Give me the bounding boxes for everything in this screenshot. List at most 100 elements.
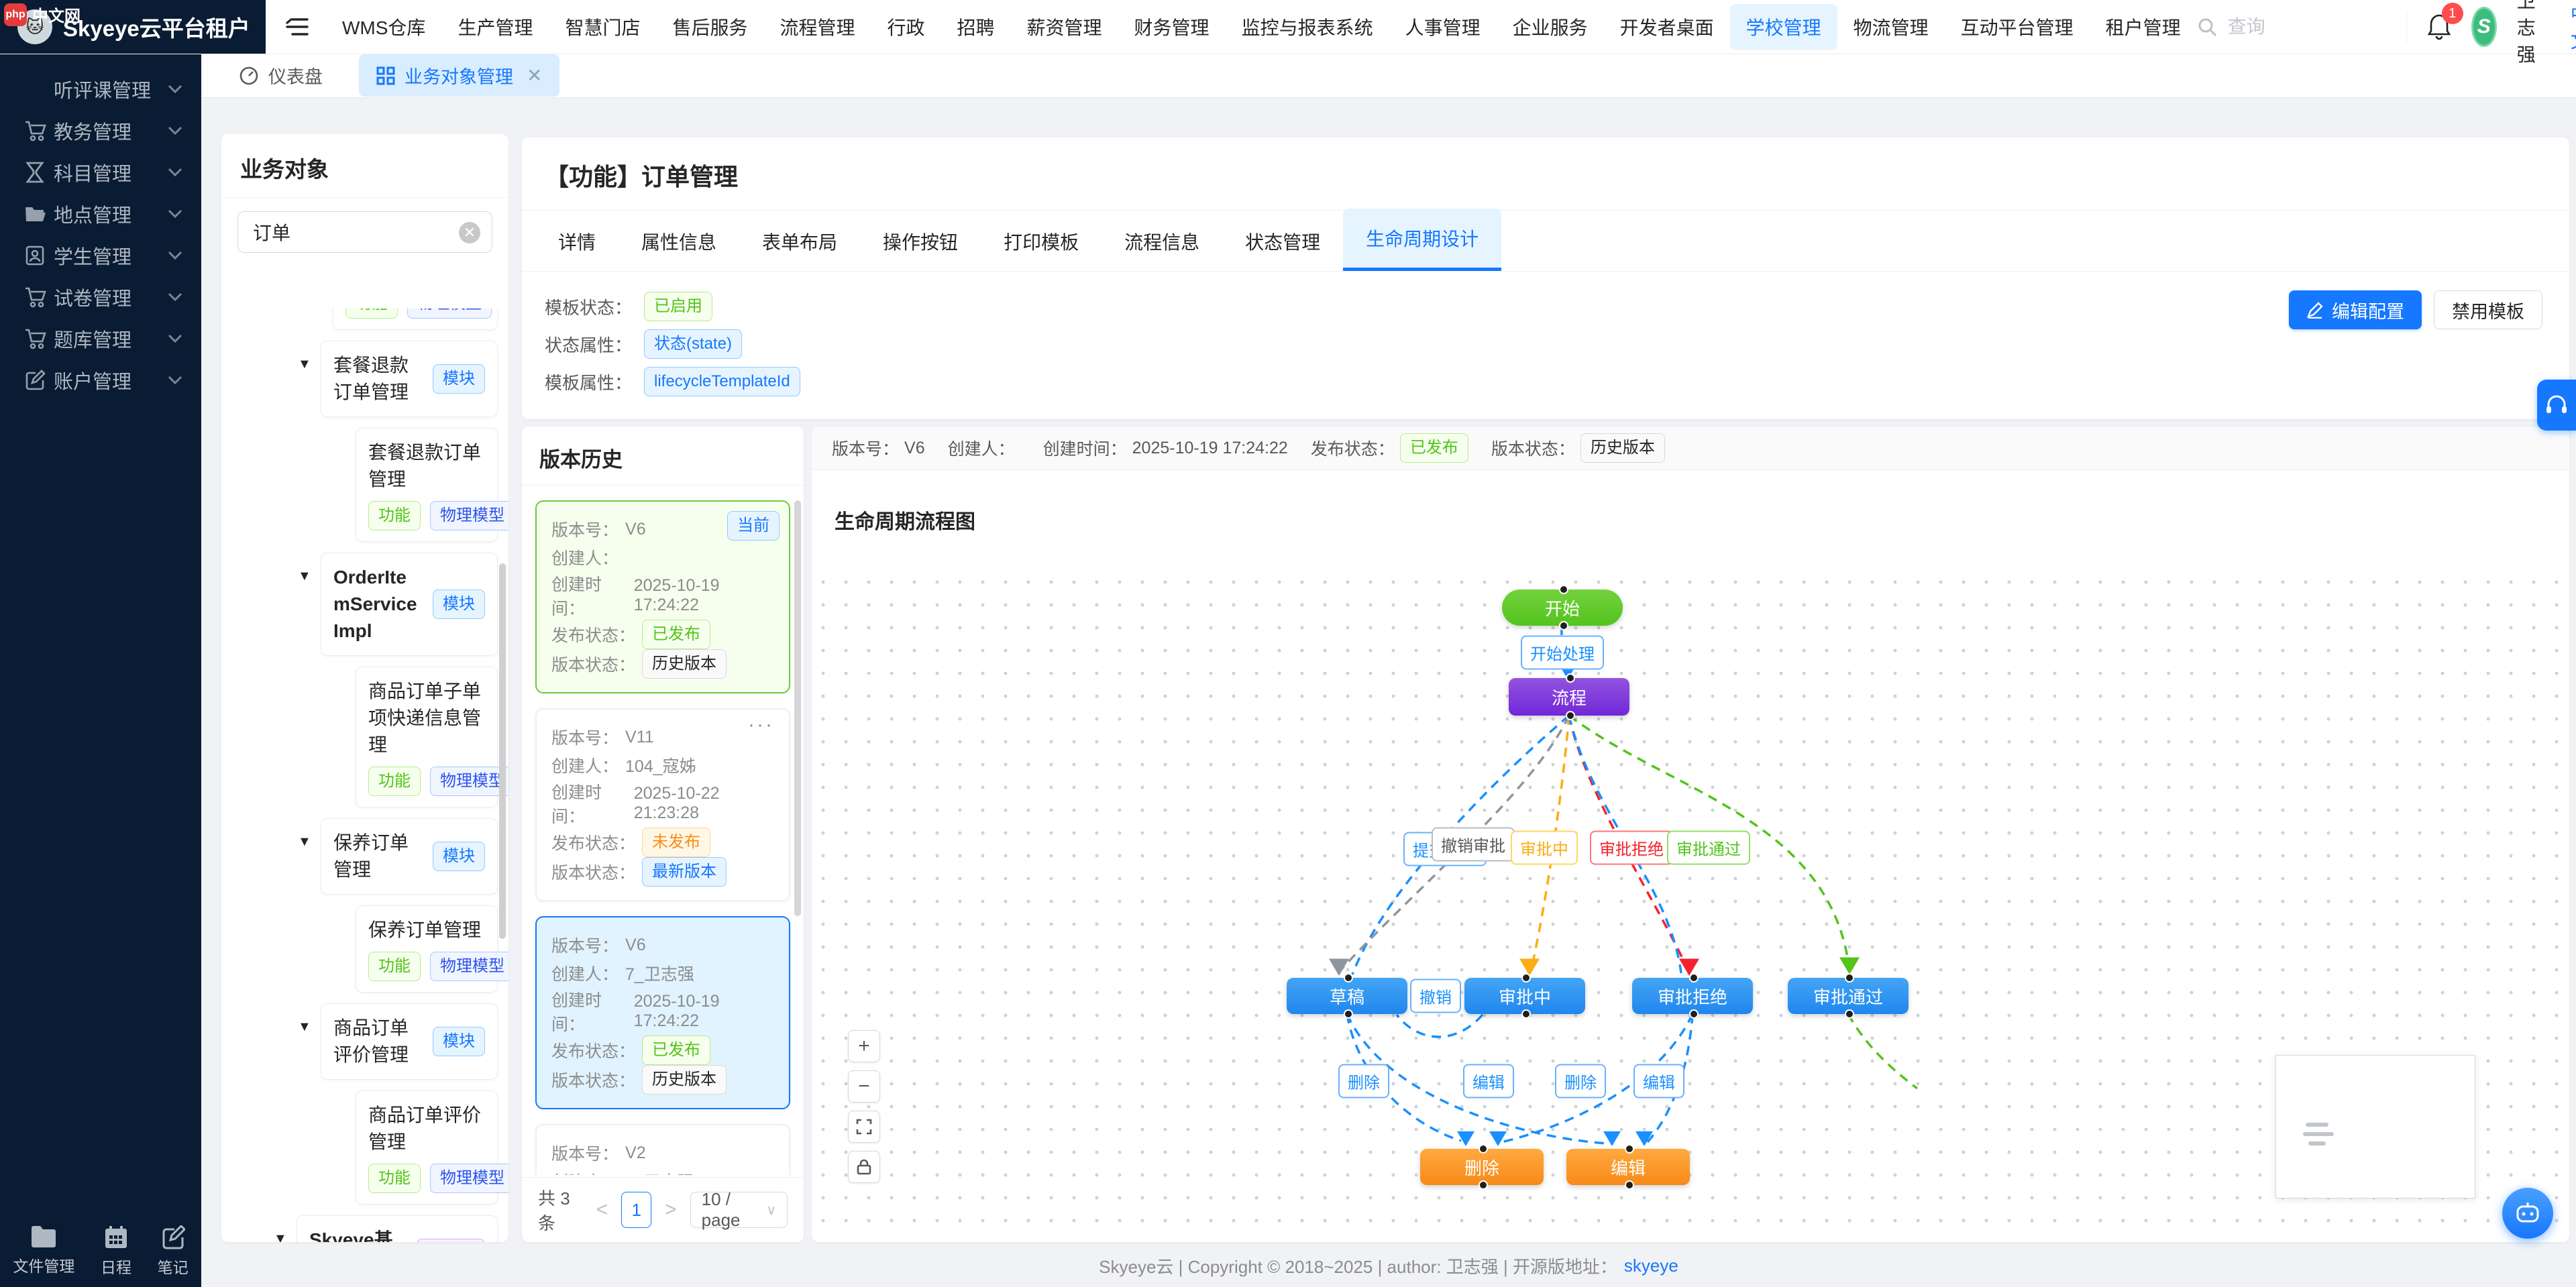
- tab-详情[interactable]: 详情: [558, 232, 596, 253]
- sidebar-item-教务管理[interactable]: 教务管理: [0, 110, 201, 152]
- next-page-icon[interactable]: >: [665, 1198, 677, 1221]
- flow-node-rejected[interactable]: 审批拒绝: [1632, 973, 1753, 1019]
- top-nav-item[interactable]: 人事管理: [1405, 17, 1481, 38]
- state-attr-badge[interactable]: 状态(state): [644, 329, 743, 359]
- edge-label-删除[interactable]: 删除: [1555, 1064, 1606, 1099]
- fit-view-icon[interactable]: [848, 1111, 880, 1143]
- caret-down-icon[interactable]: ▼: [298, 569, 311, 583]
- top-nav-item[interactable]: 监控与报表系统: [1241, 17, 1373, 38]
- sidebar-item-学生管理[interactable]: 学生管理: [0, 235, 201, 276]
- edge-label-审批拒绝[interactable]: 审批拒绝: [1590, 830, 1673, 865]
- flow-node-approving[interactable]: 审批中: [1464, 973, 1585, 1019]
- tree-node-保养订单管理[interactable]: 保养订单管理功能物理模型: [356, 905, 508, 993]
- flow-node-process[interactable]: 流程: [1509, 673, 1629, 720]
- sidebar-item-试卷管理[interactable]: 试卷管理: [0, 276, 201, 318]
- logo-area[interactable]: 🐱 Skyeye云平台租户: [0, 0, 266, 54]
- tree-node-套餐退款订单管理[interactable]: 套餐退款订单管理功能物理模型: [356, 428, 508, 542]
- top-nav-item[interactable]: 智慧门店: [565, 17, 641, 38]
- tab-生命周期设计[interactable]: 生命周期设计: [1343, 209, 1502, 271]
- top-nav-item[interactable]: 流程管理: [780, 17, 855, 38]
- top-nav-item[interactable]: 生产管理: [458, 17, 533, 38]
- top-nav-item[interactable]: 售后服务: [672, 17, 748, 38]
- edge-label-审批中[interactable]: 审批中: [1511, 830, 1578, 865]
- tab-操作按钮[interactable]: 操作按钮: [883, 232, 959, 253]
- edge-label-开始处理[interactable]: 开始处理: [1521, 635, 1604, 670]
- prev-page-icon[interactable]: <: [596, 1198, 608, 1221]
- search-input[interactable]: [2226, 15, 2377, 38]
- tree-node-套餐退款订单管理[interactable]: 套餐退款订单管理模块: [321, 341, 498, 417]
- close-tab-icon[interactable]: ✕: [527, 65, 543, 86]
- header-search[interactable]: [2197, 11, 2407, 43]
- customer-service-tab[interactable]: [2537, 380, 2576, 431]
- tree-search-input[interactable]: [237, 211, 492, 253]
- language-switch[interactable]: 中文: [2571, 0, 2576, 54]
- sidebar-footer-日程[interactable]: 日程: [101, 1225, 131, 1278]
- minimap[interactable]: [2275, 1055, 2475, 1198]
- tree-node-保养订单管理[interactable]: 保养订单管理模块: [321, 818, 498, 895]
- top-nav-item[interactable]: 开发者桌面: [1619, 17, 1714, 38]
- tab-dashboard[interactable]: 仪表盘: [221, 54, 340, 97]
- top-nav-item[interactable]: 租户管理: [2105, 17, 2181, 38]
- top-nav-item[interactable]: 物流管理: [1853, 17, 1929, 38]
- skyeye-link[interactable]: skyeye: [1623, 1255, 1678, 1276]
- notification-bell[interactable]: 1: [2427, 3, 2463, 40]
- top-nav-item[interactable]: 企业服务: [1512, 17, 1588, 38]
- top-nav-item[interactable]: 财务管理: [1134, 17, 1210, 38]
- edit-config-button[interactable]: 编辑配置: [2289, 290, 2422, 329]
- flow-node-delete[interactable]: 删除: [1420, 1144, 1544, 1190]
- version-scrollbar[interactable]: [794, 500, 801, 916]
- user-name[interactable]: 卫志强: [2516, 0, 2536, 65]
- sidebar-item-题库管理[interactable]: 题库管理: [0, 318, 201, 359]
- user-avatar[interactable]: S: [2471, 7, 2497, 47]
- flow-node-approved[interactable]: 审批通过: [1788, 973, 1909, 1019]
- tree-node-商品订单评价管理[interactable]: 商品订单评价管理功能物理模型: [356, 1090, 508, 1205]
- current-page-button[interactable]: 1: [621, 1192, 652, 1228]
- tab-打印模板[interactable]: 打印模板: [1004, 232, 1079, 253]
- zoom-out-icon[interactable]: −: [848, 1070, 880, 1103]
- top-nav-item[interactable]: 招聘: [957, 17, 995, 38]
- tree-node-商品订单子单项快递信息管理[interactable]: 商品订单子单项快递信息管理功能物理模型: [356, 667, 508, 807]
- flow-node-edit[interactable]: 编辑: [1566, 1144, 1690, 1190]
- flow-node-start[interactable]: 开始: [1502, 585, 1623, 630]
- edge-label-删除[interactable]: 删除: [1338, 1064, 1389, 1099]
- tab-属性信息[interactable]: 属性信息: [641, 232, 717, 253]
- sidebar-item-听评课管理[interactable]: 听评课管理: [0, 68, 201, 110]
- card-menu-icon[interactable]: ···: [748, 714, 774, 736]
- lifecycle-flow-canvas[interactable]: 开始处理提交审批撤销审批审批中审批拒绝审批通过撤销删除编辑删除编辑 开始流程草稿…: [812, 571, 2569, 1225]
- tree-scrollbar[interactable]: [499, 563, 506, 939]
- sidebar-footer-笔记[interactable]: 笔记: [158, 1225, 189, 1278]
- caret-down-icon[interactable]: ▼: [298, 357, 311, 372]
- caret-down-icon[interactable]: ▼: [298, 834, 311, 849]
- template-attr-badge[interactable]: lifecycleTemplateId: [644, 367, 800, 396]
- tree-node-商品订单评价管理[interactable]: 商品订单评价管理模块: [321, 1003, 498, 1080]
- tree-node-Skyeye基础服务[interactable]: Skyeye基础服务微服务: [297, 1215, 498, 1242]
- top-nav-item[interactable]: 行政: [887, 17, 925, 38]
- top-nav-item[interactable]: 薪资管理: [1026, 17, 1102, 38]
- lock-icon[interactable]: [848, 1151, 880, 1183]
- zoom-in-icon[interactable]: +: [848, 1030, 880, 1062]
- edge-label-撤销[interactable]: 撤销: [1410, 978, 1461, 1013]
- tab-流程信息[interactable]: 流程信息: [1124, 232, 1200, 253]
- top-nav-item[interactable]: WMS仓库: [342, 17, 426, 38]
- top-nav-item[interactable]: 学校管理: [1729, 4, 1837, 50]
- page-size-select[interactable]: 10 / page ∨: [690, 1189, 788, 1230]
- edge-label-编辑[interactable]: 编辑: [1633, 1064, 1684, 1099]
- edge-label-编辑[interactable]: 编辑: [1463, 1064, 1514, 1099]
- edge-label-撤销审批[interactable]: 撤销审批: [1432, 827, 1515, 862]
- tab-状态管理[interactable]: 状态管理: [1245, 232, 1321, 253]
- tab-表单布局[interactable]: 表单布局: [762, 232, 838, 253]
- clear-search-icon[interactable]: ✕: [459, 222, 480, 243]
- assistant-chat-button[interactable]: [2502, 1188, 2553, 1239]
- edge-label-审批通过[interactable]: 审批通过: [1667, 830, 1750, 865]
- flow-node-draft[interactable]: 草稿: [1287, 973, 1407, 1019]
- caret-down-icon[interactable]: ▼: [274, 1231, 287, 1242]
- sidebar-footer-文件管理[interactable]: 文件管理: [13, 1225, 74, 1278]
- disable-template-button[interactable]: 禁用模板: [2434, 290, 2542, 329]
- top-nav-item[interactable]: 互动平台管理: [1960, 17, 2074, 38]
